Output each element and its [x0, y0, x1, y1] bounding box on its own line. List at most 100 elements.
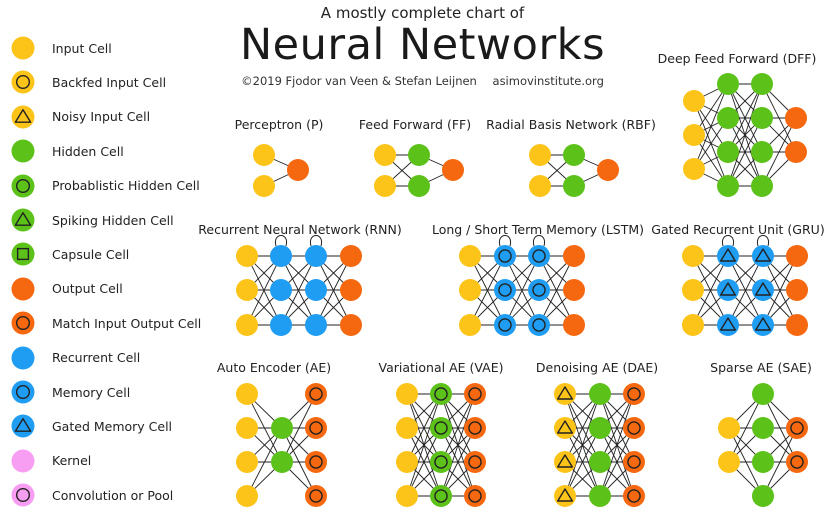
network-perceptron: [253, 144, 309, 197]
cell-input: [529, 144, 551, 166]
cell-match: [305, 485, 327, 507]
recurrent-loop: [756, 235, 770, 247]
edge: [693, 83, 729, 170]
edge: [727, 83, 763, 153]
recurrent-loop: [721, 235, 735, 247]
cell-hidden: [408, 144, 430, 166]
legend-label: Hidden Cell: [52, 143, 124, 159]
cell-recurrent: [305, 279, 327, 301]
cell-memory: [528, 314, 550, 336]
legend-label: Probablistic Hidden Cell: [52, 178, 200, 194]
edge: [406, 393, 442, 463]
edges-rnn: [246, 255, 352, 326]
legend-item-recurrent-cell: Recurrent Cell: [10, 345, 140, 371]
cell-input: [459, 245, 481, 267]
recurrent-loop: [309, 235, 323, 247]
network-vae: [396, 383, 486, 507]
site-text: asimovinstitute.org: [492, 74, 604, 88]
cell-gated: [752, 245, 774, 267]
cell-match: [623, 417, 645, 439]
noisy-input-cell-icon: [11, 105, 35, 129]
cell-input: [683, 158, 705, 180]
cell-match: [464, 451, 486, 473]
cell-match: [623, 451, 645, 473]
edge: [281, 393, 317, 463]
legend-label: Kernel: [52, 453, 92, 469]
legend-item-output-cell: Output Cell: [10, 276, 123, 302]
cell-output: [287, 159, 309, 181]
edges-dff: [693, 83, 797, 187]
network-title-dae: Denoising AE (DAE): [535, 360, 659, 375]
cell-input: [683, 124, 705, 146]
cell-hidden: [752, 383, 774, 405]
edge: [504, 255, 540, 326]
legend-item-noisy-input-cell: Noisy Input Cell: [10, 104, 150, 130]
network-ae: [236, 383, 327, 507]
edges-lstm: [469, 255, 575, 326]
edge: [728, 393, 764, 463]
edge: [727, 83, 763, 187]
cell-output: [340, 314, 362, 336]
edge: [727, 117, 763, 187]
legend-item-convolution-or-pool: Convolution or Pool: [10, 482, 173, 508]
cell-hidden: [589, 451, 611, 473]
cell-hidden: [589, 485, 611, 507]
backfed-input-cell-icon: [11, 70, 35, 94]
cell-hidden: [589, 383, 611, 405]
edge: [692, 255, 729, 326]
cell-input: [396, 485, 418, 507]
cell-noisy: [554, 451, 576, 473]
cell-output: [786, 314, 808, 336]
edge: [406, 393, 442, 497]
cell-memory: [528, 279, 550, 301]
edge: [246, 255, 282, 326]
cell-hidden: [752, 485, 774, 507]
edge: [762, 255, 798, 326]
legend-item-backfed-input-cell: Backfed Input Cell: [10, 69, 166, 95]
cell-input: [236, 417, 258, 439]
output-cell-icon: [11, 277, 35, 301]
cell-match: [464, 485, 486, 507]
cell-output: [785, 107, 807, 129]
network-gru: [682, 235, 808, 336]
cell-output: [563, 245, 585, 267]
hidden-cell-icon: [11, 139, 35, 163]
kernel-icon: [11, 449, 35, 473]
cell-recurrent: [270, 279, 292, 301]
cell-memory: [494, 314, 516, 336]
noisy-input-cell-symbol: [11, 105, 35, 129]
legend-label: Gated Memory Cell: [52, 418, 173, 434]
cell-hidden: [563, 144, 585, 166]
cell-output: [786, 245, 808, 267]
network-title-rnn: Recurrent Neural Network (RNN): [198, 222, 402, 237]
cell-output: [786, 279, 808, 301]
legend-label: Noisy Input Cell: [52, 109, 151, 125]
legend-item-gated-memory-cell: Gated Memory Cell: [10, 413, 172, 439]
cell-output: [563, 314, 585, 336]
cell-match: [464, 417, 486, 439]
legend-label: Capsule Cell: [52, 246, 130, 262]
network-feed-forward: [374, 144, 464, 197]
legend-label: Input Cell: [52, 40, 112, 56]
network-title-feed-forward: Feed Forward (FF): [358, 117, 472, 132]
legend-item-input-cell: Input Cell: [10, 35, 112, 61]
edge: [280, 255, 317, 326]
legend-item-memory-cell: Memory Cell: [10, 379, 130, 405]
network-title-ae: Auto Encoder (AE): [216, 360, 332, 375]
cell-match: [623, 485, 645, 507]
edge: [727, 255, 764, 326]
edges-gru: [692, 255, 798, 326]
network-title-gru: Gated Recurrent Unit (GRU): [651, 222, 825, 237]
edges-dae: [564, 393, 635, 497]
cell-input: [236, 279, 258, 301]
network-sae: [718, 383, 808, 507]
cell-input: [682, 314, 704, 336]
cell-match: [305, 451, 327, 473]
match-input-output-cell-symbol: [11, 311, 35, 335]
cell-probabilistic: [430, 417, 452, 439]
legend-label: Recurrent Cell: [52, 350, 141, 366]
cell-probabilistic: [430, 451, 452, 473]
cell-memory: [494, 245, 516, 267]
edges-sae: [728, 393, 798, 497]
network-dae: [554, 383, 645, 507]
